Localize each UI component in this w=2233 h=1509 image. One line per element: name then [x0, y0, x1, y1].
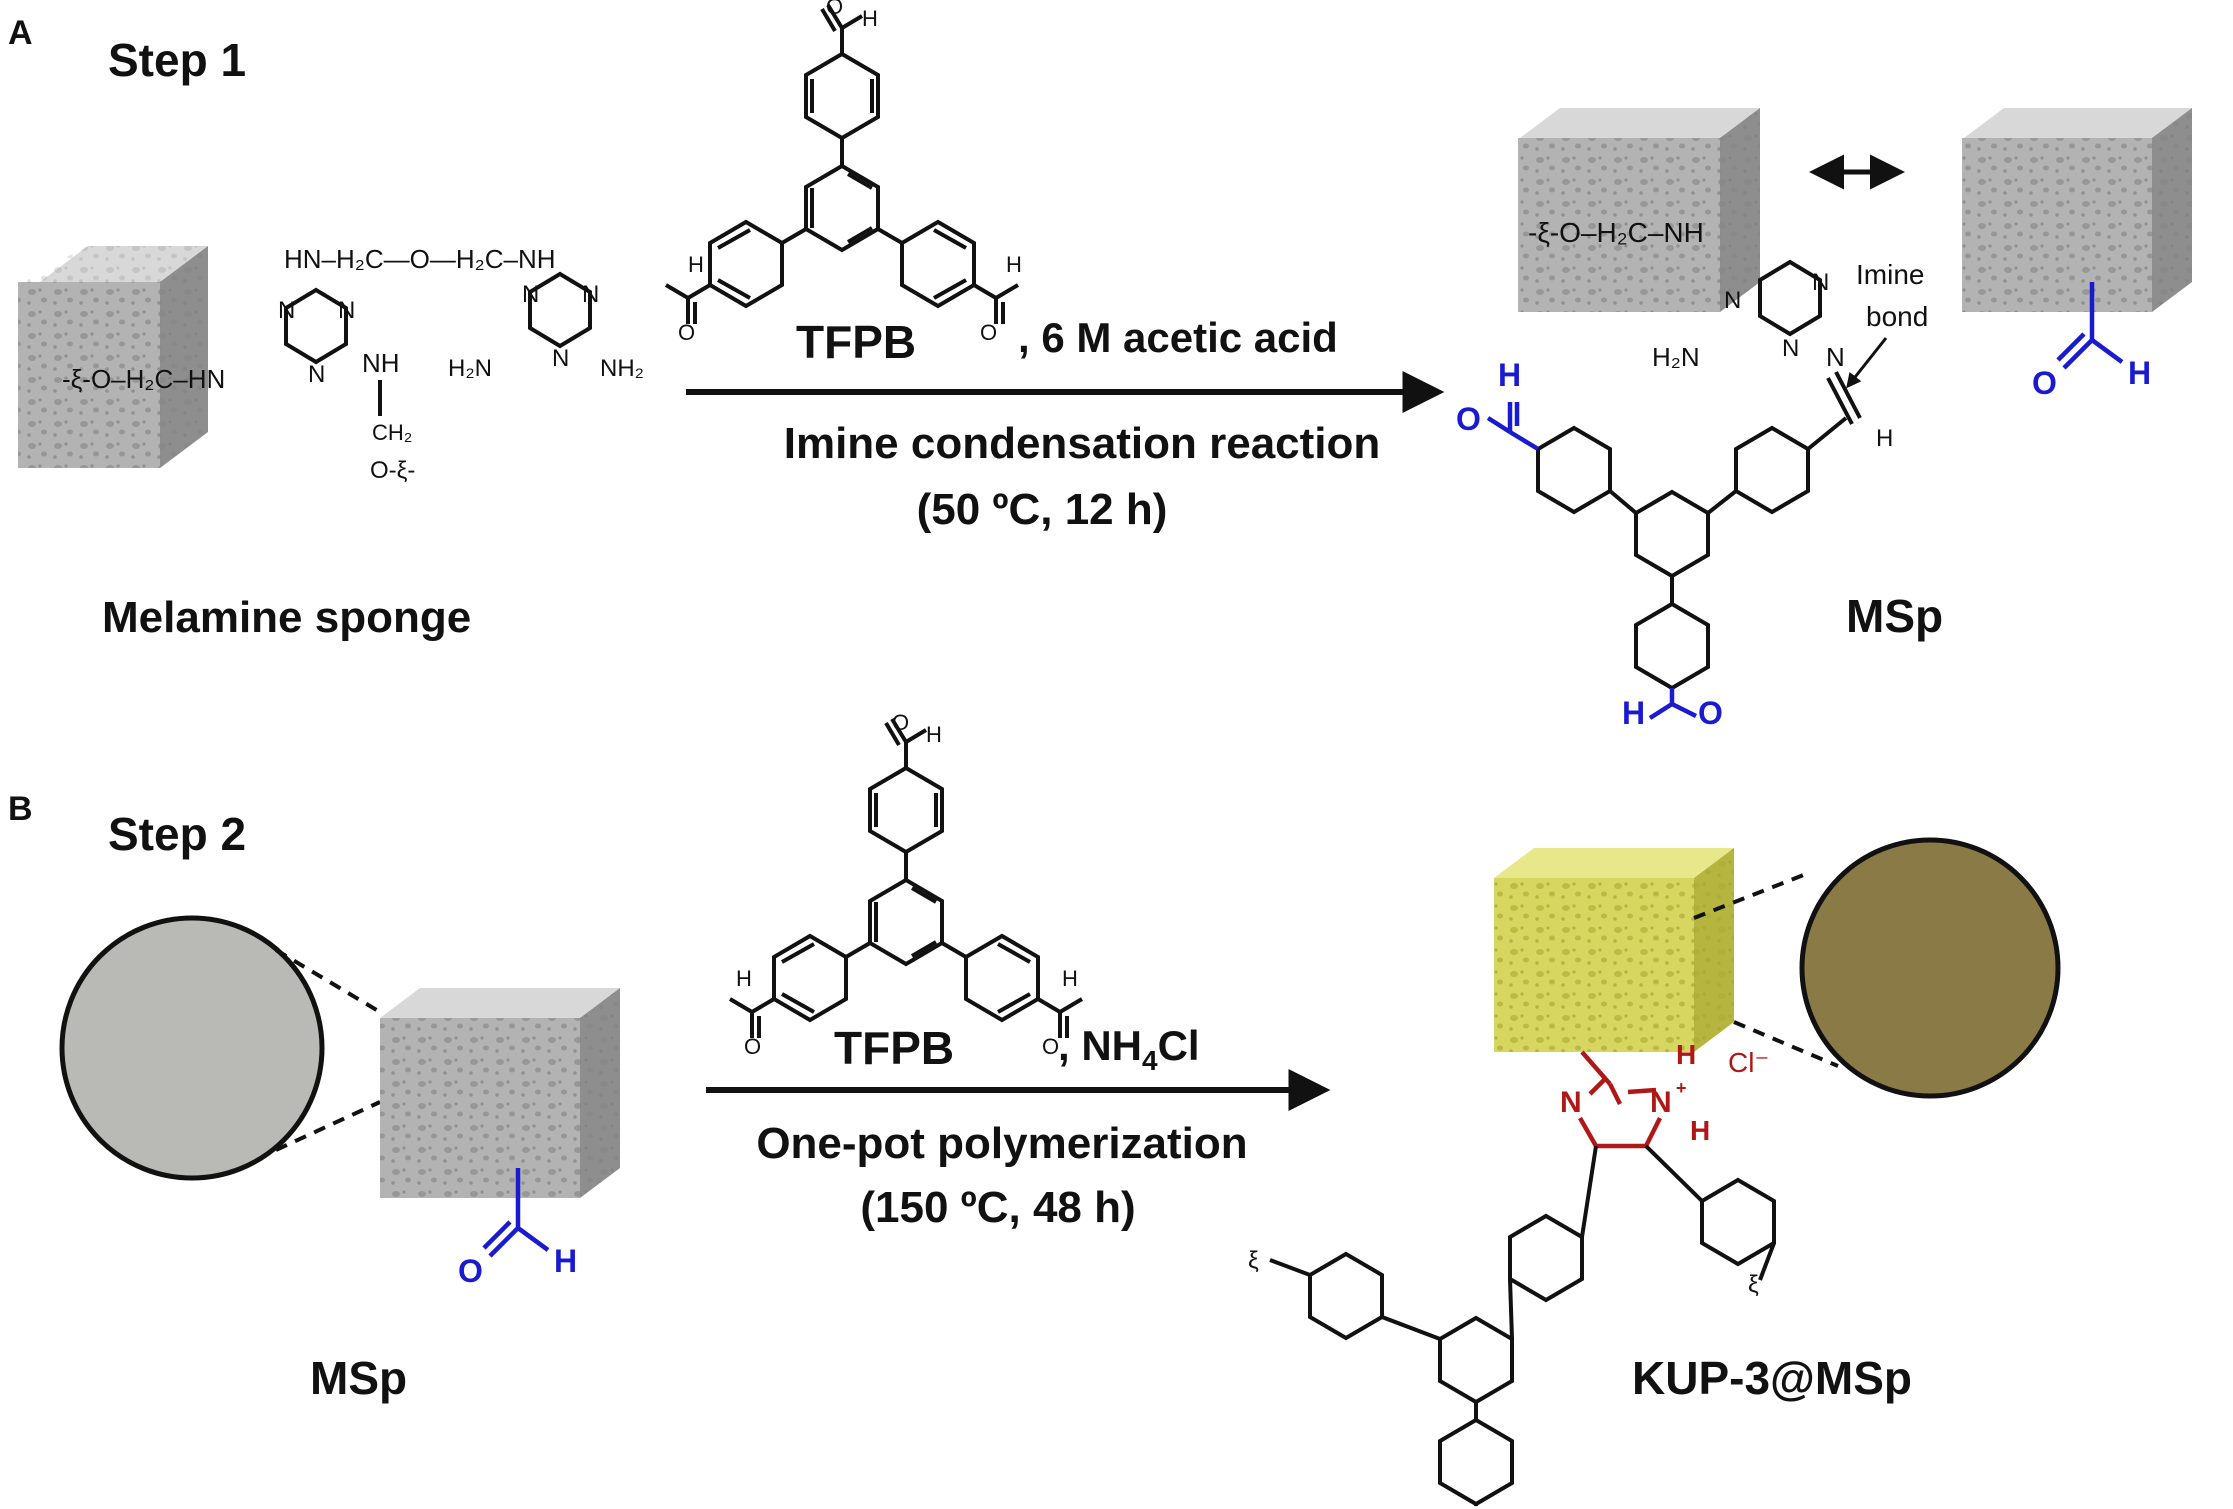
zoom-circle-gray [59, 915, 325, 1181]
kup3-structure: ξ ξ [1248, 1144, 1776, 1507]
svg-text:N: N [1724, 287, 1741, 314]
tfpb-structure-a [664, 3, 1020, 326]
svg-text:O: O [2032, 365, 2057, 401]
svg-text:O: O [1456, 401, 1481, 437]
svg-text:O: O [980, 320, 997, 345]
step-1-title: Step 1 [108, 34, 246, 86]
msp-cube-b [380, 988, 620, 1198]
svg-text:-ξ-O–H₂C–NH: -ξ-O–H₂C–NH [1528, 217, 1704, 248]
svg-text:O: O [1042, 1034, 1059, 1059]
svg-text:H: H [688, 252, 704, 277]
reaction-name-a: Imine condensation reaction [784, 419, 1381, 468]
melamine-sponge-label: Melamine sponge [102, 593, 471, 642]
svg-text:NH: NH [362, 348, 400, 378]
svg-text:NH₂: NH₂ [600, 355, 644, 382]
svg-text:H: H [1876, 425, 1893, 452]
kup3-msp-label: KUP-3@MSp [1632, 1352, 1912, 1404]
svg-text:O: O [678, 320, 695, 345]
svg-text:N: N [1560, 1086, 1582, 1119]
svg-text:-ξ-O–H₂C–HN: -ξ-O–H₂C–HN [62, 364, 225, 394]
svg-text:O: O [1698, 695, 1723, 731]
tfpb-structure-b [728, 717, 1084, 1040]
svg-text:N: N [582, 281, 599, 308]
svg-text:H: H [1622, 695, 1645, 731]
svg-text:+: + [1676, 1078, 1687, 1098]
acetic-acid-conditions: , 6 M acetic acid [1018, 314, 1338, 361]
melamine-sponge-cube [18, 246, 208, 468]
chloride-counterion: Cl⁻ [1728, 1047, 1769, 1078]
svg-text:H₂N: H₂N [1652, 342, 1700, 372]
svg-text:bond: bond [1866, 301, 1928, 332]
svg-text:N: N [1812, 269, 1829, 296]
svg-text:N: N [308, 361, 325, 388]
svg-text:O-ξ-: O-ξ- [370, 457, 415, 484]
svg-text:CH₂: CH₂ [372, 420, 412, 445]
svg-text:N: N [1782, 335, 1799, 362]
panel-b-label: B [8, 790, 33, 828]
svg-text:H: H [2128, 355, 2151, 391]
panel-b: B Step 2 O H MSp H O H O H O TFPB , NH4C… [8, 710, 2061, 1507]
imidazolium-ring: N N + H H Cl⁻ [1560, 1039, 1769, 1149]
svg-text:N: N [278, 297, 295, 324]
melamine-structure: -ξ-O–H₂C–HN HN–H₂C—O—H₂C–NH N N N NH CH₂… [62, 244, 644, 484]
reaction-name-b: One-pot polymerization [756, 1119, 1247, 1168]
reaction-conditions-a: (50 ºC, 12 h) [917, 485, 1168, 534]
svg-text:H: H [1690, 1115, 1710, 1146]
svg-text:H: H [1006, 252, 1022, 277]
reaction-conditions-b: (150 ºC, 48 h) [860, 1183, 1135, 1232]
panel-a: A Step 1 -ξ-O–H₂C–HN HN–H₂C—O—H₂C–NH N N… [8, 0, 2192, 731]
tfpb-label-a: TFPB [796, 316, 916, 368]
svg-text:H: H [862, 6, 878, 31]
svg-text:O: O [744, 1034, 761, 1059]
nh4cl-conditions: , NH4Cl [1058, 1022, 1200, 1076]
svg-text:N: N [522, 281, 539, 308]
svg-text:H: H [1676, 1039, 1696, 1070]
svg-text:HN–H₂C—O—H₂C–NH: HN–H₂C—O—H₂C–NH [284, 244, 556, 274]
svg-text:O: O [826, 0, 843, 19]
panel-a-label: A [8, 14, 33, 52]
svg-text:O: O [892, 710, 909, 735]
svg-text:H₂N: H₂N [448, 355, 492, 382]
svg-text:ξ: ξ [1748, 1271, 1759, 1298]
svg-text:Imine: Imine [1856, 259, 1924, 290]
msp-start-label-b: MSp [310, 1352, 407, 1404]
step-2-title: Step 2 [108, 808, 246, 860]
svg-text:O: O [458, 1253, 483, 1289]
msp-cube-left [1518, 108, 1760, 312]
svg-text:H: H [1062, 966, 1078, 991]
msp-product-label: MSp [1846, 590, 1943, 642]
svg-text:ξ: ξ [1248, 1247, 1259, 1274]
svg-text:N: N [552, 345, 569, 372]
svg-text:H: H [736, 966, 752, 991]
svg-text:H: H [554, 1243, 577, 1279]
svg-text:H: H [926, 722, 942, 747]
msp-cube-right [1962, 108, 2192, 312]
msp-structure: -ξ-O–H₂C–NH N N N H₂N N H Imine bond [1456, 217, 1928, 731]
svg-text:N: N [1826, 342, 1845, 372]
svg-text:N: N [338, 297, 355, 324]
kup3-msp-cube [1494, 848, 1734, 1052]
zoom-circle-olive [1799, 837, 2061, 1099]
svg-text:H: H [1498, 357, 1521, 393]
svg-text:N: N [1650, 1086, 1672, 1119]
tfpb-label-b: TFPB [834, 1022, 954, 1074]
